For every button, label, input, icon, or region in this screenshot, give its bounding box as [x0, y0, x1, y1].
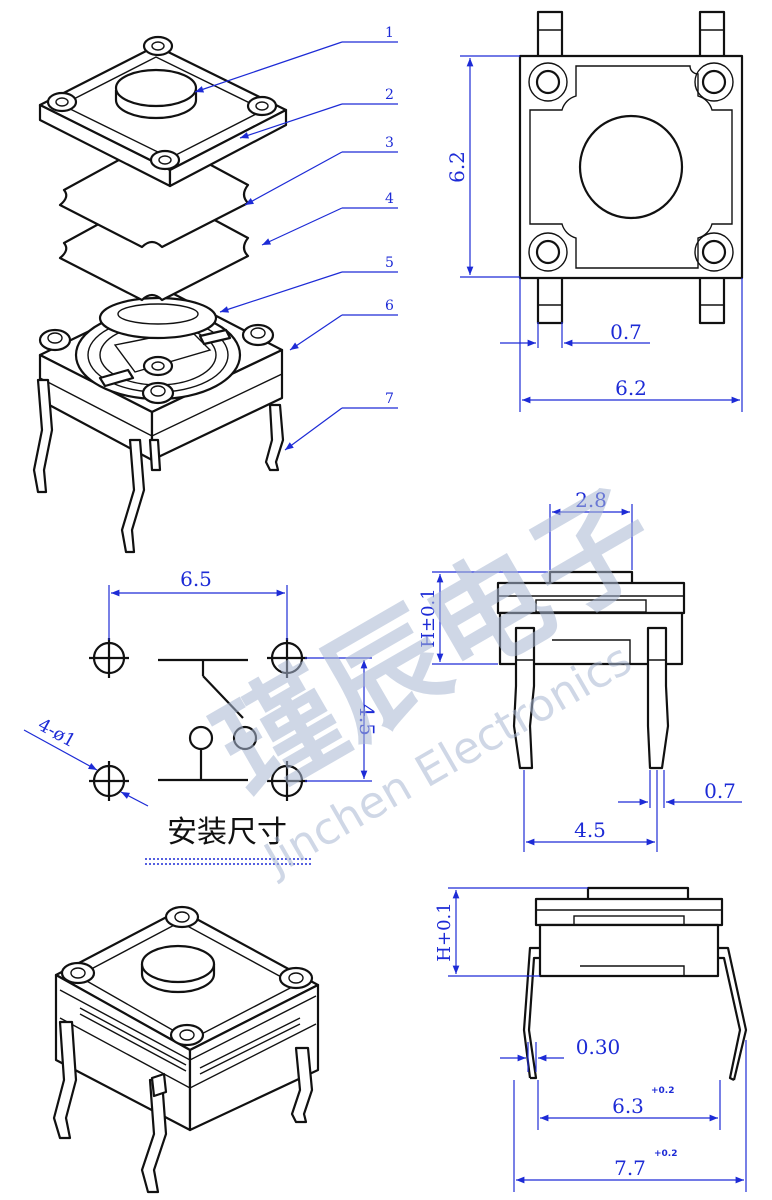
mounting-caption: 安装尺寸	[167, 815, 287, 850]
dim-top-pin: 0.7	[610, 320, 642, 344]
callout-5: 5	[385, 255, 394, 271]
callout-leaders	[194, 41, 398, 451]
callout-1: 1	[385, 25, 394, 41]
mounting-layout	[23, 585, 372, 807]
switch-base	[32, 290, 285, 554]
dim-top-height: 6.2	[445, 151, 469, 183]
dim-top-width: 6.2	[615, 376, 647, 400]
switch-symbol	[158, 658, 258, 782]
dim-side-button: 2.8	[575, 488, 607, 512]
dim-hole-pitch-y: 4.5	[355, 704, 379, 736]
callout-3: 3	[385, 135, 394, 151]
dim-bottom-h: H+0.1	[434, 902, 455, 961]
side-view	[432, 504, 742, 852]
callout-2: 2	[385, 87, 394, 103]
switch-cap	[38, 35, 288, 188]
dim-bottom-span-tolerance: +0.2	[651, 1086, 674, 1096]
top-view	[460, 10, 744, 412]
dim-side-pin: 0.7	[704, 779, 736, 803]
callout-6: 6	[385, 298, 394, 314]
callout-4: 4	[385, 191, 394, 207]
dim-side-h: H±0.1	[418, 588, 439, 647]
side-view-2	[448, 886, 748, 1192]
dim-bottom-pin: 0.30	[576, 1035, 621, 1059]
dim-hole-callout: 4-ø1	[34, 714, 79, 752]
dim-hole-pitch-x: 6.5	[180, 567, 212, 591]
dim-side-pitch: 4.5	[574, 818, 606, 842]
callout-7: 7	[385, 391, 394, 407]
dim-bottom-overall: 7.7	[614, 1156, 646, 1180]
dim-bottom-span: 6.3	[612, 1094, 644, 1118]
assembled-view	[52, 905, 320, 1194]
exploded-view: 1 2 3 4 5 6 7	[32, 25, 398, 554]
dim-bottom-overall-tolerance: +0.2	[654, 1149, 677, 1159]
